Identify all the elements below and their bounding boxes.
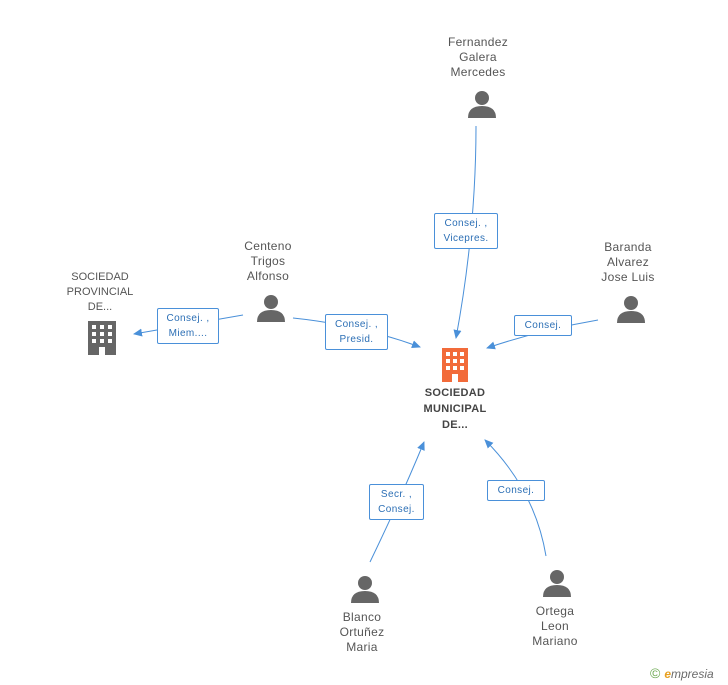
person-icon-baranda[interactable] [617, 296, 645, 323]
person-label-line: Baranda [604, 240, 652, 254]
role-box-line: Miem.... [168, 328, 208, 339]
person-label-line: Alfonso [246, 269, 290, 283]
center-company-label-line2: MUNICIPAL [423, 403, 487, 415]
footer-branding: ©empresia [650, 665, 714, 681]
person-label-blanco[interactable]: Blanco Ortuñez Maria [312, 610, 412, 655]
person-label-line: Galera [459, 50, 497, 64]
center-company-label[interactable]: SOCIEDAD MUNICIPAL DE... [405, 385, 505, 433]
role-box-line: Presid. [339, 334, 374, 345]
person-label-line: Ortega [535, 604, 575, 618]
person-label-line: Blanco [342, 610, 382, 624]
person-label-line: Maria [346, 640, 378, 654]
person-label-line: Trigos [250, 254, 286, 268]
provincial-company-building-icon[interactable] [88, 321, 116, 355]
person-label-line: Mercedes [450, 65, 506, 79]
person-label-line: Centeno [244, 239, 292, 253]
role-box-baranda[interactable]: Consej. [514, 315, 572, 336]
person-icon-fernandez[interactable] [468, 91, 496, 118]
person-icon-ortega[interactable] [543, 570, 571, 597]
person-label-line: Ortuñez [339, 625, 385, 639]
role-box-line: Consej. , [444, 218, 488, 229]
role-box-line: Secr. , [380, 489, 413, 500]
role-box-fernandez[interactable]: Consej. , Vicepres. [434, 213, 498, 249]
center-company-label-line3: DE... [442, 419, 468, 431]
role-box-ortega[interactable]: Consej. [487, 480, 545, 501]
person-label-line: Mariano [532, 634, 578, 648]
person-label-line: Alvarez [606, 255, 650, 269]
role-box-line: Consej. [524, 320, 562, 331]
person-label-line: Fernandez [447, 35, 509, 49]
provincial-company-label[interactable]: SOCIEDAD PROVINCIAL DE... [50, 270, 150, 315]
brand-logo-text: mpresia [671, 667, 714, 681]
center-company-label-line1: SOCIEDAD [424, 387, 486, 399]
role-box-line: Vicepres. [443, 233, 489, 244]
person-icon-blanco[interactable] [351, 576, 379, 603]
provincial-company-label-line1: SOCIEDAD [71, 271, 129, 283]
brand-logo: empresia [664, 667, 713, 681]
provincial-company-label-line2: PROVINCIAL [66, 286, 134, 298]
center-company-building-icon[interactable] [442, 348, 468, 382]
person-label-centeno[interactable]: Centeno Trigos Alfonso [218, 239, 318, 284]
person-label-line: Jose Luis [601, 270, 655, 284]
person-icon-centeno[interactable] [257, 295, 285, 322]
role-box-line: Consej. , [166, 313, 210, 324]
role-box-line: Consej. [378, 504, 415, 515]
role-box-line: Consej. [497, 485, 535, 496]
person-label-baranda[interactable]: Baranda Alvarez Jose Luis [578, 240, 678, 285]
role-box-line: Consej. , [334, 319, 379, 330]
role-box-centeno-center[interactable]: Consej. , Presid. [325, 314, 388, 350]
person-label-fernandez[interactable]: Fernandez Galera Mercedes [428, 35, 528, 80]
brand-logo-e: e [664, 667, 672, 681]
role-box-centeno-provincial[interactable]: Consej. , Miem.... [157, 308, 219, 344]
person-label-line: Leon [541, 619, 569, 633]
provincial-company-label-line3: DE... [87, 301, 113, 313]
person-label-ortega[interactable]: Ortega Leon Mariano [505, 604, 605, 649]
role-box-blanco[interactable]: Secr. , Consej. [369, 484, 424, 520]
copyright-icon: © [650, 665, 661, 681]
